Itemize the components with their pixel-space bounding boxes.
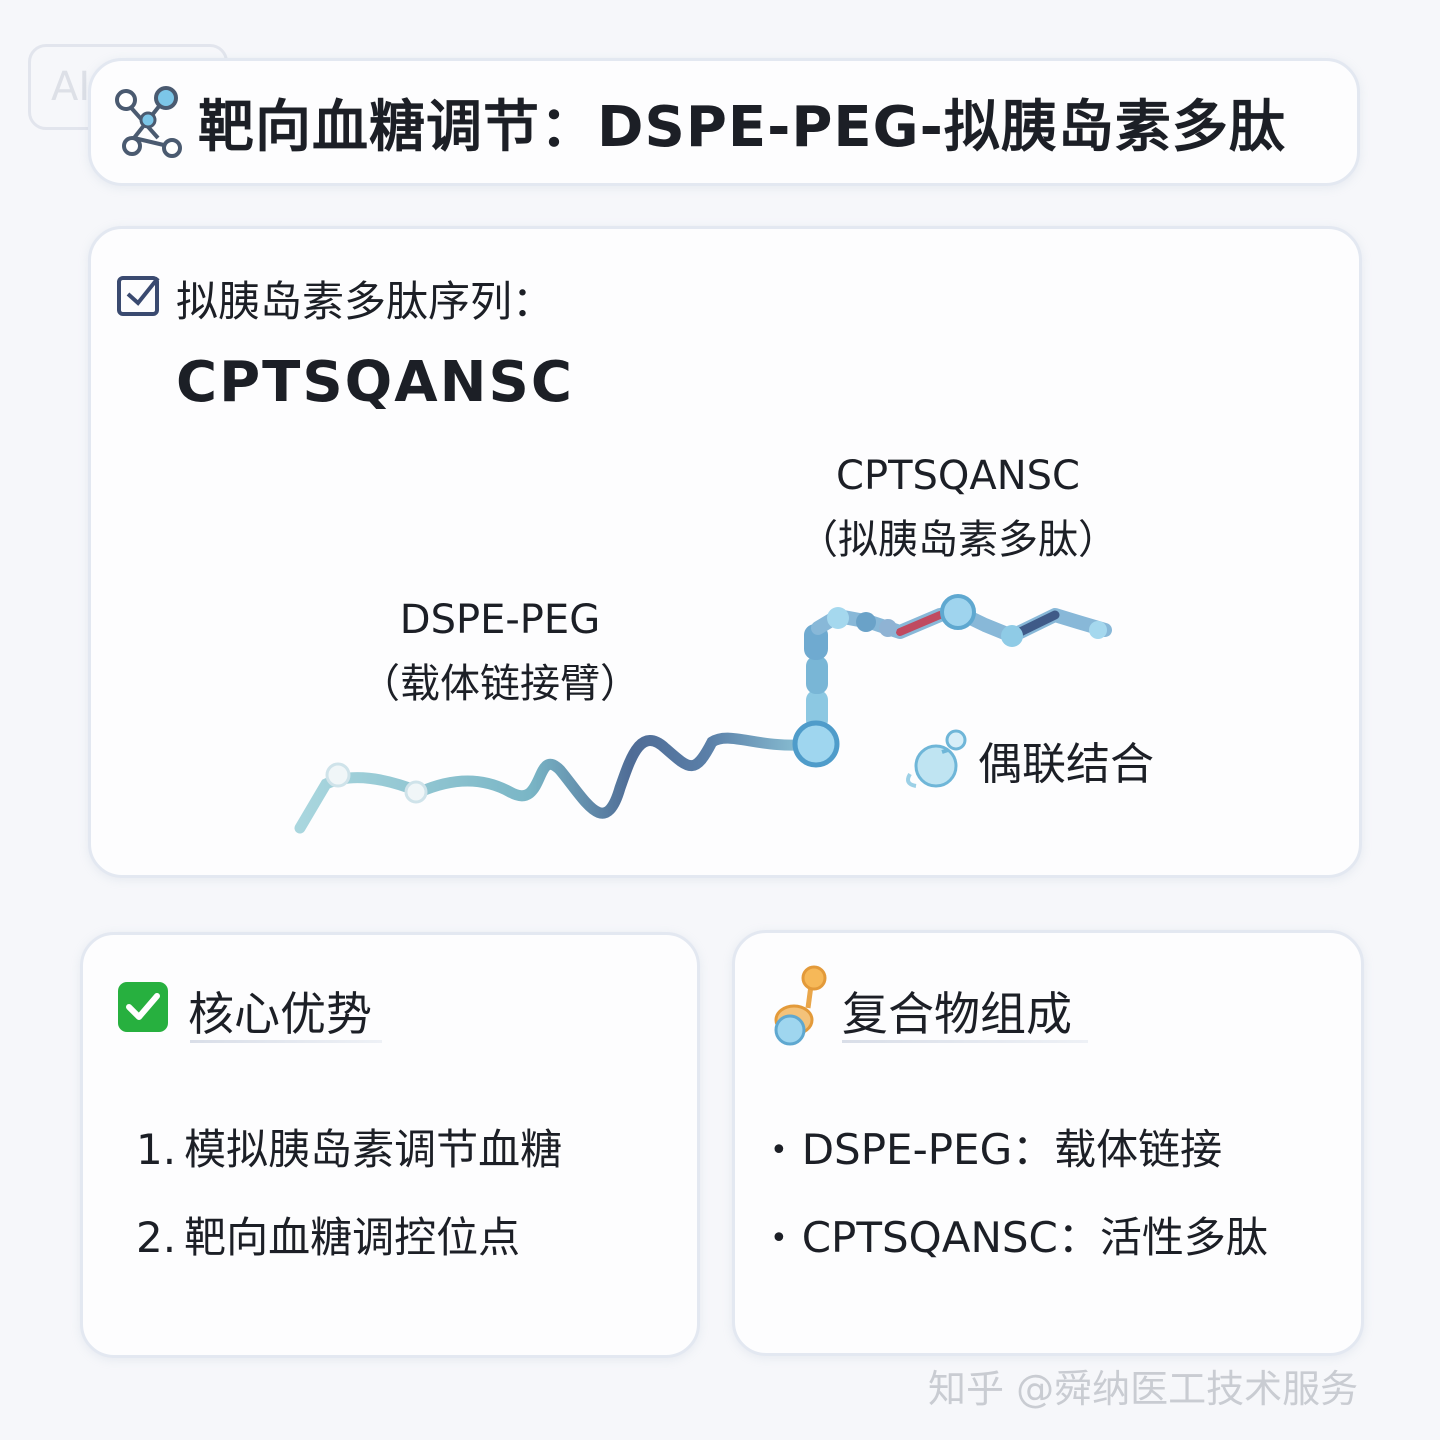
composition-item: • CPTSQANSC：活性多肽 <box>770 1204 1268 1265</box>
sequence-label: 拟胰岛素多肽序列： <box>176 277 555 326</box>
advantage-text: 模拟胰岛素调节血糖 <box>184 1125 563 1174</box>
molecule-model-icon <box>768 964 832 1048</box>
peptide-label: CPTSQANSC （拟胰岛素多肽） <box>790 444 1126 572</box>
coupling-label: 偶联结合 <box>978 739 1154 790</box>
advantage-item: 1.模拟胰岛素调节血糖 <box>136 1116 562 1177</box>
checkbox-icon <box>116 270 164 318</box>
advantages-card <box>80 932 700 1358</box>
composition-title: 复合物组成 <box>842 987 1072 1041</box>
peptide-label-name: CPTSQANSC <box>836 453 1080 499</box>
molecule-network-icon <box>108 82 188 162</box>
composition-item: • DSPE-PEG：载体链接 <box>770 1116 1222 1177</box>
bond-icon <box>900 722 972 794</box>
title-card <box>88 58 1360 186</box>
composition-text: CPTSQANSC：活性多肽 <box>801 1213 1268 1262</box>
check-mark-icon <box>118 982 168 1032</box>
advantage-text: 靶向血糖调控位点 <box>184 1213 521 1262</box>
watermark: 知乎 @舜纳医工技术服务 <box>928 1367 1359 1411</box>
page-title: 靶向血糖调节：DSPE-PEG-拟胰岛素多肽 <box>198 95 1286 160</box>
advantage-item: 2.靶向血糖调控位点 <box>136 1204 520 1265</box>
composition-card <box>732 930 1364 1356</box>
advantage-number: 2. <box>136 1213 177 1262</box>
composition-text: DSPE-PEG：载体链接 <box>801 1125 1223 1174</box>
advantage-number: 1. <box>136 1125 177 1174</box>
bullet: • <box>770 1221 788 1256</box>
linker-label-desc: （载体链接臂） <box>360 661 640 707</box>
advantages-underline <box>190 1040 382 1043</box>
advantages-title: 核心优势 <box>188 987 372 1041</box>
sequence-value: CPTSQANSC <box>176 350 574 415</box>
peptide-label-desc: （拟胰岛素多肽） <box>798 517 1118 563</box>
linker-label-name: DSPE-PEG <box>399 597 601 643</box>
linker-label: DSPE-PEG （载体链接臂） <box>340 588 660 716</box>
bullet: • <box>770 1133 788 1168</box>
composition-underline <box>842 1040 1088 1043</box>
